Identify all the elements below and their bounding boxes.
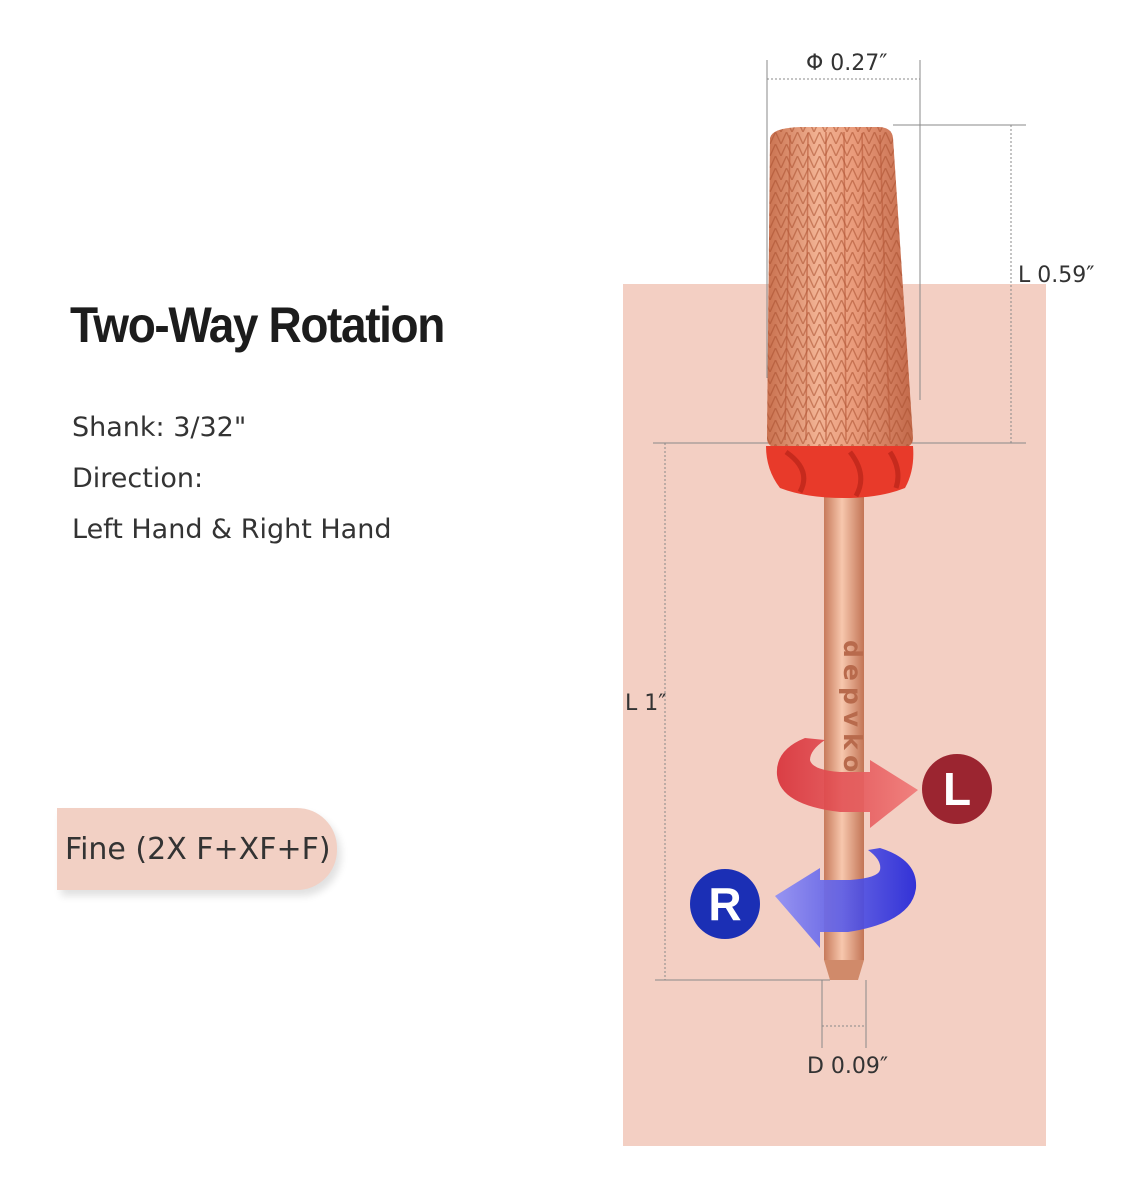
bit-flutes xyxy=(784,131,891,441)
right-hand-badge xyxy=(690,869,760,939)
shank-diameter-label: D 0.09″ xyxy=(807,1054,889,1079)
head-diameter-label: Φ 0.27″ xyxy=(806,51,888,76)
left-hand-badge xyxy=(922,754,992,824)
right-rotation-arrow xyxy=(775,848,917,948)
grit-label: Fine (2X F+XF+F) xyxy=(65,832,331,867)
page-title: Two-Way Rotation xyxy=(70,297,445,353)
shank-tip xyxy=(824,960,864,980)
head-length-label: L 0.59″ xyxy=(1018,263,1095,288)
dimension-lines xyxy=(653,60,1026,1048)
brand-engraving: depvko xyxy=(838,640,867,778)
shank-spec: Shank: 3/32" xyxy=(72,412,247,443)
left-rotation-arrow xyxy=(776,738,918,828)
direction-label: Direction: xyxy=(72,463,204,494)
left-hand-badge-label: L xyxy=(943,763,971,815)
right-hand-badge-label: R xyxy=(708,878,741,930)
direction-value: Left Hand & Right Hand xyxy=(72,514,392,545)
shank-length-label: L 1″ xyxy=(625,691,667,716)
bit-head-teeth xyxy=(767,127,913,448)
grit-badge: Fine (2X F+XF+F) xyxy=(57,808,337,890)
